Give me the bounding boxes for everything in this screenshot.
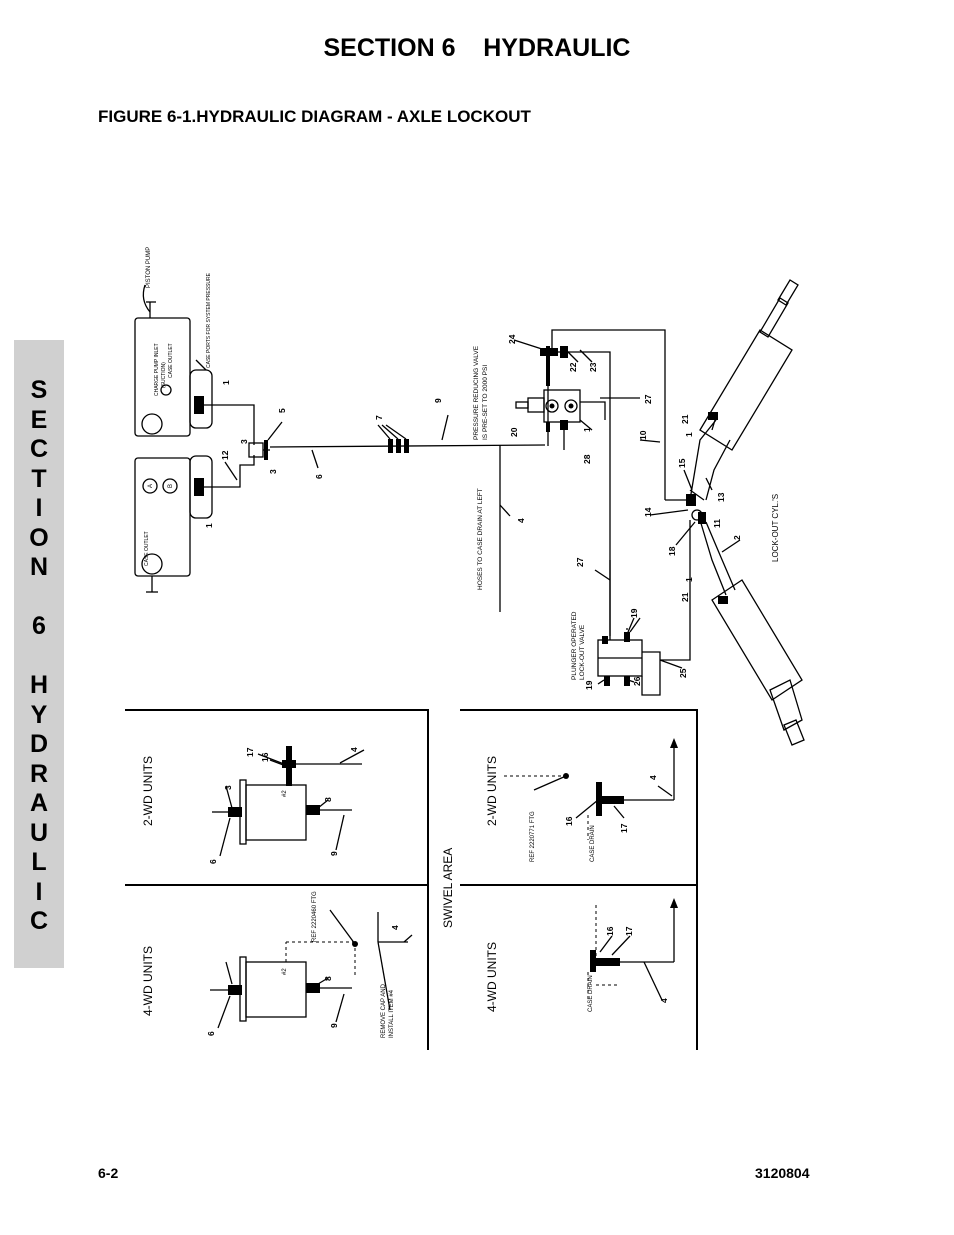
- callout-17: 17: [245, 747, 255, 757]
- label-plunger-valve-2: LOCK-OUT VALVE: [579, 624, 586, 680]
- callout-20: 20: [509, 427, 519, 437]
- callout-15: 15: [677, 458, 687, 468]
- detail-box-left: [125, 709, 429, 1050]
- callout-8: 8: [323, 797, 333, 802]
- label-2wd-right: 2-WD UNITS: [485, 756, 499, 826]
- label-2wd-left: 2-WD UNITS: [141, 756, 155, 826]
- tee-fitting: [248, 442, 264, 458]
- label-piston-pump: PISTON PUMP: [146, 247, 152, 288]
- label-charge-pump-inlet: CHARGE PUMP INLET: [154, 343, 160, 396]
- figure-title: FIGURE 6-1.HYDRAULIC DIAGRAM - AXLE LOCK…: [98, 107, 531, 126]
- lockout-cylinder-lower: [711, 579, 805, 746]
- callout-24: 24: [507, 334, 517, 344]
- document-number: 3120804: [755, 1165, 810, 1181]
- callout-9: 9: [329, 851, 339, 856]
- callout-4: 4: [390, 925, 400, 930]
- callout-1: 1: [221, 380, 231, 385]
- side-tab-text: S E C T I O N 6 H Y D R A U L I C: [29, 376, 49, 935]
- callout-7: 7: [374, 415, 384, 420]
- callout-16: 16: [605, 926, 615, 936]
- callout-10: 10: [638, 430, 648, 440]
- label-hoses-case-drain: HOSES TO CASE DRAIN AT LEFT: [477, 488, 484, 590]
- callout-4: 4: [349, 747, 359, 752]
- callout-3: 3: [223, 785, 233, 790]
- callout-4: 4: [648, 775, 658, 780]
- piston-pump-upper: [134, 284, 213, 437]
- pressure-reducing-valve: [543, 389, 581, 423]
- detail-box-right: [460, 709, 698, 1050]
- label-port-b: B: [168, 484, 174, 488]
- label-pressure-valve-1: PRESSURE REDUCING VALVE: [473, 345, 480, 440]
- pump-4wd-left: [245, 961, 307, 1018]
- callout-11: 11: [712, 519, 722, 528]
- callout-5: 5: [277, 408, 287, 413]
- label-ref-2220460: REF 2220460 FTG: [312, 891, 318, 942]
- label-case-outlet-bottom: CASE OUTLET: [144, 531, 150, 566]
- label-remove-cap-1: REMOVE CAP AND: [381, 983, 387, 1038]
- callout-6: 6: [314, 474, 324, 479]
- section-title: SECTION 6 HYDRAULIC: [323, 34, 631, 62]
- label-plunger-valve-1: PLUNGER OPERATED: [571, 611, 578, 680]
- label-suction: (SUCTION): [161, 362, 167, 388]
- callout-3: 3: [268, 469, 278, 474]
- label-case-drain-1: CASE DRAIN: [590, 825, 596, 862]
- callout-4: 4: [516, 518, 526, 523]
- label-pressure-valve-2: IS PRE-SET TO 2000 PSI: [482, 365, 489, 440]
- lockout-cylinder-upper: [699, 279, 799, 451]
- label-4wd-right: 4-WD UNITS: [485, 942, 499, 1012]
- section-side-tab: S E C T I O N 6 H Y D R A U L I C: [14, 340, 64, 968]
- fitting-1-lower: [194, 478, 204, 496]
- label-case-ports: CASE PORTS FOR SYSTEM PRESSURE: [206, 272, 212, 368]
- callout-22: 22: [568, 362, 578, 372]
- callout-27: 27: [643, 394, 653, 404]
- callout-25: 25: [678, 668, 688, 678]
- callout-1: 1: [204, 523, 214, 528]
- fitting-1-upper: [194, 396, 204, 414]
- callout-19: 19: [629, 608, 639, 618]
- label-lockout-cyl: LOCK-OUT CYL.'S: [771, 494, 780, 562]
- callout-9: 9: [433, 398, 443, 403]
- callout-4: 4: [659, 998, 669, 1003]
- callout-12: 12: [220, 450, 230, 460]
- callout-23: 23: [588, 362, 598, 372]
- callout-1: 1: [684, 432, 694, 437]
- callout-3: 3: [239, 439, 249, 444]
- label-port-no2-a: #2: [282, 790, 288, 797]
- callout-17: 17: [619, 823, 629, 833]
- page-number: 6-2: [98, 1165, 119, 1181]
- callout-13: 13: [716, 492, 726, 502]
- label-port-no2-b: #2: [282, 968, 288, 975]
- callout-1: 1: [684, 577, 694, 582]
- piston-pump-lower: [134, 455, 213, 593]
- label-case-drain-2: CASE DRAIN: [588, 975, 594, 1012]
- callout-6: 6: [208, 859, 218, 864]
- callout-21: 21: [680, 592, 690, 602]
- callout-14: 14: [643, 507, 653, 517]
- label-remove-cap-2: INSTALL ITEM #4: [389, 989, 395, 1038]
- pump-2wd-left: [245, 784, 307, 841]
- callout-8: 8: [323, 976, 333, 981]
- label-case-outlet-top: CASE OUTLET: [168, 343, 174, 378]
- callout-27: 27: [575, 557, 585, 567]
- callout-28: 28: [582, 454, 592, 464]
- callout-26: 26: [632, 676, 642, 686]
- callout-2: 2: [732, 535, 742, 540]
- callout-17: 17: [624, 926, 634, 936]
- callout-16: 16: [564, 816, 574, 826]
- callout-6: 6: [206, 1031, 216, 1036]
- fittings-7: [377, 424, 409, 453]
- callout-9: 9: [329, 1023, 339, 1028]
- label-port-a: A: [148, 484, 154, 488]
- callout-21: 21: [680, 414, 690, 424]
- callout-16: 16: [260, 752, 270, 762]
- callout-18: 18: [667, 546, 677, 556]
- callout-1: 1: [582, 427, 592, 432]
- label-swivel-area: SWIVEL AREA: [441, 848, 455, 928]
- label-ref-2220771: REF 2220771 FTG: [530, 811, 536, 862]
- label-4wd-left: 4-WD UNITS: [141, 946, 155, 1016]
- callout-19: 19: [584, 680, 594, 690]
